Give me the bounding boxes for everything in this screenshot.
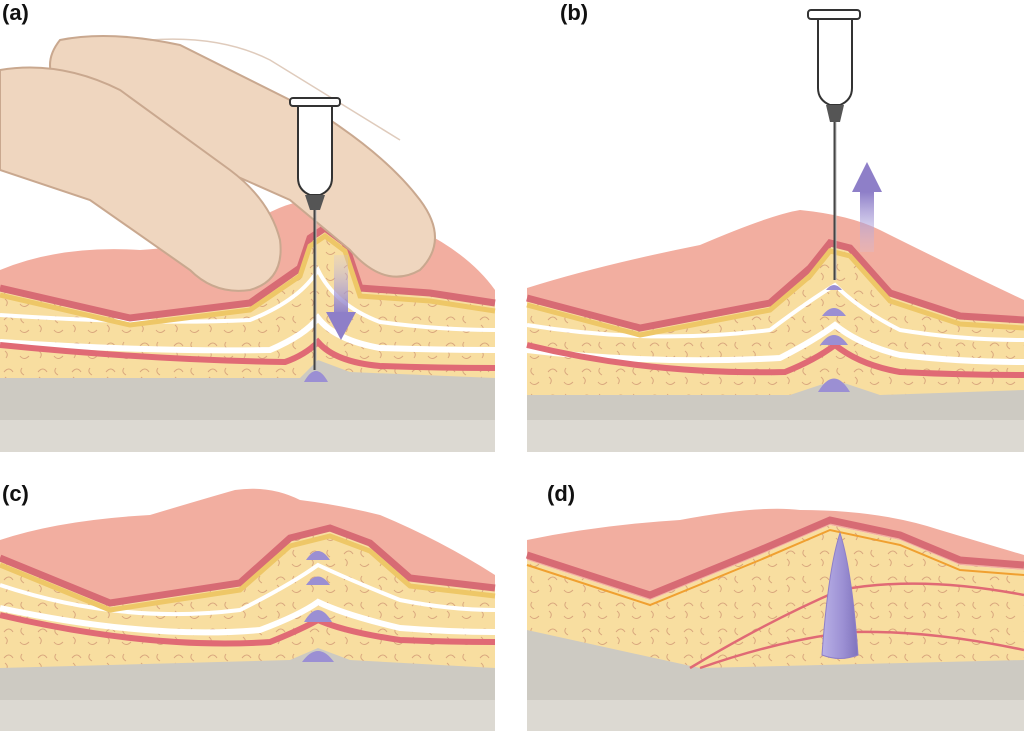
arrow-up-icon: [852, 162, 882, 252]
panel-label-d: (d): [547, 481, 576, 506]
panel-d: [525, 508, 1024, 731]
filler-deposit: [818, 378, 850, 392]
panel-c: [0, 488, 496, 731]
skin-layer: [0, 488, 495, 605]
vessel-band: [0, 337, 496, 371]
panel-label-c: (c): [2, 481, 29, 506]
arrow-down-icon: [326, 255, 356, 340]
panel-a: [0, 35, 496, 452]
vessel-band: [526, 341, 1024, 378]
panel-label-a: (a): [2, 0, 29, 25]
filler-deposit: [306, 551, 330, 560]
syringe-needle-icon: [289, 97, 341, 370]
filler-column: [821, 531, 859, 659]
syringe-needle-icon: [807, 9, 861, 280]
filler-deposit: [826, 285, 842, 290]
filler-deposit: [822, 308, 846, 316]
finger-bottom: [0, 66, 282, 292]
panel-b: [526, 9, 1024, 452]
filler-deposit: [304, 371, 328, 382]
filler-deposit: [820, 335, 848, 345]
vessel-band: [0, 612, 496, 647]
filler-deposit: [304, 610, 332, 622]
filler-deposit: [306, 576, 330, 585]
white-band: [0, 562, 496, 617]
skin-layer: [527, 210, 1024, 330]
panel-label-b: (b): [560, 0, 589, 25]
filler-deposit: [302, 651, 334, 662]
